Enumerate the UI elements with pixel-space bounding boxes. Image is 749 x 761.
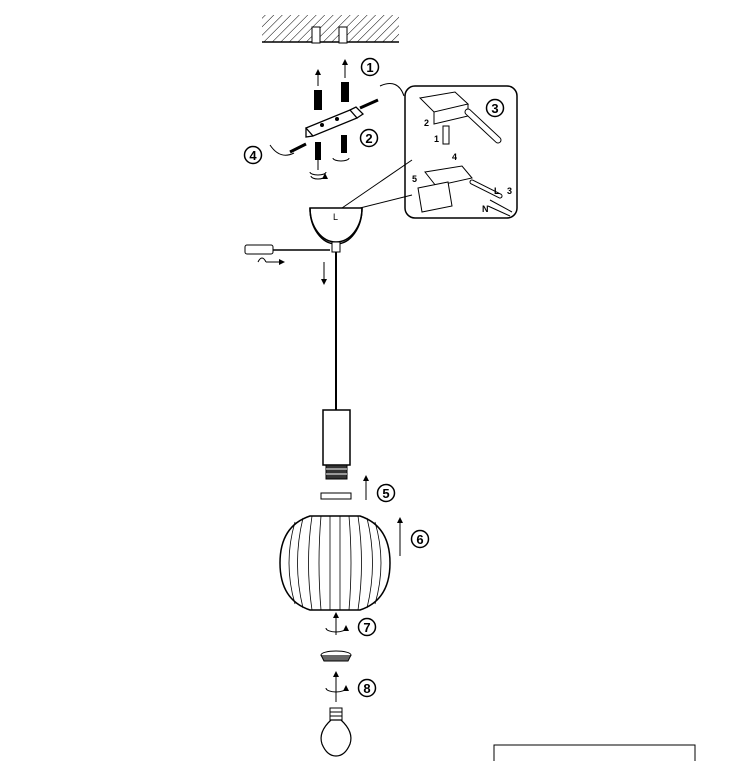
callout-line <box>359 194 413 209</box>
step-5-marker: 5 <box>376 483 396 503</box>
mounting-bracket <box>304 106 365 138</box>
shade-ring-nut <box>320 650 352 662</box>
step-1-marker: 1 <box>360 57 380 77</box>
detail-label-4: 4 <box>452 152 457 162</box>
ceiling-canopy: L <box>309 207 363 253</box>
wall-plugs <box>314 59 349 110</box>
step-8-rotation-icon <box>325 685 349 693</box>
side-screws <box>269 83 405 156</box>
step-1-label: 1 <box>366 60 373 75</box>
step-2-marker: 2 <box>359 128 379 148</box>
light-bulb <box>320 707 352 757</box>
rotation-icon <box>310 173 328 180</box>
wiring-detail-inset: 2 1 4 5 3 L N <box>404 85 518 219</box>
lamp-holder <box>322 409 351 480</box>
step-3-marker: 3 <box>485 98 505 118</box>
step-7-marker: 7 <box>357 617 377 637</box>
screwdriver <box>244 244 330 265</box>
lamp-shade <box>279 515 391 611</box>
step-4-marker: 4 <box>243 145 263 165</box>
step-8-label: 8 <box>363 681 370 696</box>
step-8-marker: 8 <box>357 678 377 698</box>
step-4-label: 4 <box>249 148 257 163</box>
step-5-label: 5 <box>382 486 389 501</box>
detail-label-3: 3 <box>507 186 512 196</box>
label-box <box>493 744 696 761</box>
step-7-label: 7 <box>363 620 370 635</box>
callout-line <box>341 159 413 209</box>
bracket-screws <box>309 135 350 176</box>
wire-live-label: L <box>494 186 500 196</box>
step-6-label: 6 <box>416 532 423 547</box>
wire-neutral-label: N <box>482 204 489 214</box>
svg-text:L: L <box>333 212 338 222</box>
detail-label-1: 1 <box>434 134 439 144</box>
step-2-label: 2 <box>365 131 372 146</box>
detail-label-2: 2 <box>424 118 429 128</box>
shade-ring <box>320 492 352 500</box>
step-6-marker: 6 <box>410 529 430 549</box>
ceiling <box>262 15 399 44</box>
step-3-label: 3 <box>491 101 498 116</box>
detail-label-5: 5 <box>412 174 417 184</box>
step-7-rotation-icon <box>325 625 349 633</box>
